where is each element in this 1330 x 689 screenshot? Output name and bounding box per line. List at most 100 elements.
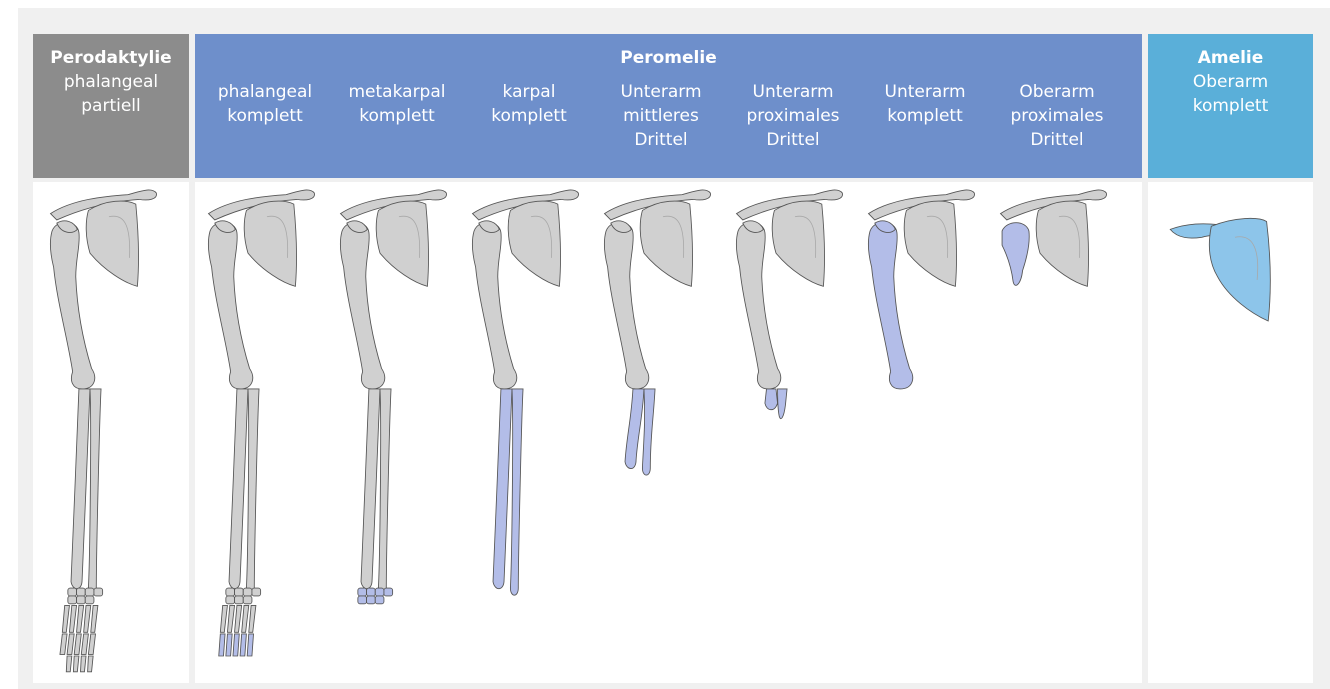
col-label-line: komplett xyxy=(200,104,330,128)
phalanx-bone xyxy=(219,634,225,656)
panel-peromelie xyxy=(195,182,1142,683)
peromelie-col-2: metakarpal komplett xyxy=(332,80,462,128)
perodaktylie-sub1: phalangeal xyxy=(33,70,189,94)
radius-bone xyxy=(71,389,90,589)
phalanx-bone xyxy=(240,634,246,656)
panel-amelie xyxy=(1148,182,1313,683)
peromelie-col-7: Oberarm proximales Drittel xyxy=(992,80,1122,152)
figure-frame: Perodaktylie phalangeal partiell Peromel… xyxy=(18,8,1330,689)
scapula-bone xyxy=(1036,201,1088,286)
metacarpal-bone xyxy=(242,605,249,632)
perodaktylie-title: Perodaktylie xyxy=(33,46,189,70)
metacarpal-bone xyxy=(84,605,91,632)
carpal-bone xyxy=(235,588,244,596)
metacarpal-bone xyxy=(235,605,242,632)
col-label-line: mittleres xyxy=(596,104,726,128)
col-label-line: phalangeal xyxy=(200,80,330,104)
metacarpal-bone xyxy=(220,605,227,632)
carpal-bone xyxy=(243,596,252,604)
peromelie-col-6: Unterarm komplett xyxy=(860,80,990,128)
col-label-line: komplett xyxy=(464,104,594,128)
metacarpal-bone xyxy=(69,605,76,632)
carpal-bone xyxy=(252,588,261,596)
arm-skeleton-perodaktylie xyxy=(33,182,189,683)
carpal-bone xyxy=(94,588,103,596)
carpal-bone xyxy=(68,588,77,596)
scapula-bone xyxy=(640,201,692,286)
scapula-bone xyxy=(244,201,296,286)
amelie-title: Amelie xyxy=(1148,46,1313,70)
scapula-bone xyxy=(904,201,956,286)
ulna-bone xyxy=(246,389,259,595)
carpal-bone xyxy=(85,596,94,604)
shoulder-skeleton-amelie xyxy=(1148,182,1313,683)
metacarpal-bone xyxy=(77,605,84,632)
carpal-bone xyxy=(243,588,252,596)
col-label-line: proximales xyxy=(728,104,858,128)
carpal-bone xyxy=(375,596,384,604)
carpal-bone xyxy=(85,588,94,596)
carpal-bone xyxy=(77,588,86,596)
perodaktylie-sub2: partiell xyxy=(33,94,189,118)
carpal-bone xyxy=(68,596,77,604)
phalanx-bone xyxy=(67,634,74,655)
ulna-bone xyxy=(642,389,655,475)
radius-bone xyxy=(361,389,380,589)
col-label-line: Drittel xyxy=(596,128,726,152)
peromelie-title: Peromelie xyxy=(195,46,1142,70)
scapula-bone xyxy=(508,201,560,286)
phalanx-bone xyxy=(73,656,79,672)
col-label-line: Drittel xyxy=(992,128,1122,152)
peromelie-col-1: phalangeal komplett xyxy=(200,80,330,128)
humerus-remnant-bone xyxy=(1002,223,1029,286)
peromelie-col-4: Unterarm mittleres Drittel xyxy=(596,80,726,152)
col-label-line: metakarpal xyxy=(332,80,462,104)
metacarpal-bone xyxy=(249,605,256,632)
col-label-line: proximales xyxy=(992,104,1122,128)
metacarpal-bone xyxy=(227,605,234,632)
ulna-bone xyxy=(510,389,523,595)
phalanx-bone xyxy=(81,634,88,655)
carpal-bone xyxy=(367,588,376,596)
header-peromelie: Peromelie phalangeal komplett metakarpal… xyxy=(195,34,1142,178)
phalanx-bone xyxy=(81,656,87,672)
radius-bone xyxy=(229,389,248,589)
phalanx-bone xyxy=(88,634,95,655)
col-label-line: komplett xyxy=(860,104,990,128)
scapula-bone xyxy=(376,201,428,286)
phalanx-bone xyxy=(247,634,253,656)
col-label-line: Drittel xyxy=(728,128,858,152)
metacarpal-bone xyxy=(91,605,98,632)
header-amelie: Amelie Oberarm komplett xyxy=(1148,34,1313,178)
radius-stump-bone xyxy=(765,389,778,410)
scapula-bone xyxy=(1209,218,1270,321)
metacarpal-bone xyxy=(62,605,69,632)
radius-bone xyxy=(625,389,644,469)
col-label-line: komplett xyxy=(332,104,462,128)
col-label-line: Unterarm xyxy=(728,80,858,104)
col-label-line: Oberarm xyxy=(992,80,1122,104)
phalanx-bone xyxy=(88,656,94,672)
ulna-bone xyxy=(378,389,391,595)
panel-perodaktylie xyxy=(33,182,189,683)
ulna-bone xyxy=(88,389,101,595)
arm-skeletons-peromelie xyxy=(195,182,1142,683)
peromelie-col-5: Unterarm proximales Drittel xyxy=(728,80,858,152)
carpal-bone xyxy=(358,596,367,604)
carpal-bone xyxy=(384,588,393,596)
col-label-line: Unterarm xyxy=(860,80,990,104)
phalanx-bone xyxy=(60,634,67,655)
phalanx-bone xyxy=(233,634,239,656)
phalanx-bone xyxy=(74,634,81,655)
col-label-line: karpal xyxy=(464,80,594,104)
scapula-bone xyxy=(772,201,824,286)
amelie-sub2: komplett xyxy=(1148,94,1313,118)
peromelie-col-3: karpal komplett xyxy=(464,80,594,128)
scapula-bone xyxy=(86,201,138,286)
phalanx-bone xyxy=(226,634,232,656)
phalanx-bone xyxy=(66,656,72,672)
carpal-bone xyxy=(367,596,376,604)
carpal-bone xyxy=(375,588,384,596)
carpal-bone xyxy=(77,596,86,604)
col-label-line: Unterarm xyxy=(596,80,726,104)
